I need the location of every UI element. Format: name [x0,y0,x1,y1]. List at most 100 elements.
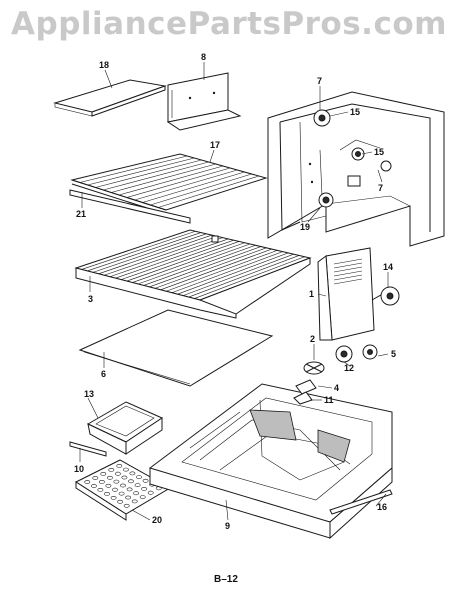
callout-9: 9 [225,521,231,531]
vent-slot [333,270,363,277]
tray-hole [131,499,138,504]
shelf-rib [137,243,251,285]
shelf-rib [160,248,272,291]
tray-hole [116,463,123,468]
wire-rod [150,173,252,206]
callout-18: 18 [99,60,110,70]
callout-15b: 15 [374,147,385,157]
shelf-rib [115,238,229,279]
wire-rod [142,171,245,203]
shelf-rib [188,255,300,298]
wire-rod [118,165,224,196]
shelf-rib [194,256,305,299]
cabinet-liner [267,91,445,247]
vent-slot [333,262,363,269]
shelf-rib [92,233,207,273]
shelf-rib [104,236,218,276]
wire-rod [79,155,188,183]
wire-rod [87,157,195,186]
part-21-shelf-rail [69,189,191,224]
part-6-glass-insert [78,309,274,387]
shelf-rib [143,244,256,286]
tray-hole [105,483,112,488]
part-14-control-knob [371,286,400,306]
tray-hole [100,471,107,476]
callout-8: 8 [201,52,207,62]
callout-4: 4 [334,383,340,393]
shelf-rib [120,239,234,280]
callout-19: 19 [300,222,311,232]
tray-hole [120,483,126,488]
tray-hole [113,479,120,484]
tray-hole [142,478,149,483]
tray-hole [112,487,118,492]
callout-5: 5 [391,349,397,359]
tray-hole [147,490,154,495]
shelf-rib [177,252,289,295]
tray-hole [91,484,97,488]
shelf-rib [149,246,262,288]
callout-15a: 15 [350,107,361,117]
callout-7a: 7 [317,76,323,86]
tray-hole [123,503,130,508]
tray-hole [125,495,132,500]
part-10-trim-strip [69,441,107,457]
tray-hole [107,475,113,480]
callout-12: 12 [344,363,355,373]
wire-rod [158,175,259,208]
tray-hole [133,491,139,496]
tray-hole [108,467,115,472]
fan-motor-assembly [293,344,378,405]
callout-11: 11 [324,395,334,405]
shelf-rib [182,253,294,296]
wire-rod [103,161,209,191]
callout-6: 6 [101,369,107,379]
wire-rod [134,169,238,201]
part-8-rear-panel [166,72,242,131]
part-9-base-pan [149,383,393,540]
callout-3: 3 [88,294,94,304]
part-13-crisper-pan [86,401,164,455]
tray-hole [139,495,146,500]
tray-hole [110,495,117,500]
watermark-text: AppliancePartsPros.com [11,6,447,42]
vent-slot [333,266,363,273]
tray-hole [126,487,133,492]
tray-hole [121,475,128,480]
tray-hole [136,475,142,480]
shelf-rib [132,242,245,283]
shelf-rib [126,241,240,282]
tray-hole [123,467,129,472]
callout-14: 14 [383,262,394,272]
shelf-rib [166,250,278,292]
tray-hole [97,487,104,492]
callout-17: 17 [210,140,221,150]
shelf-rib [171,251,283,294]
part-1-evaporator-cover [317,247,375,341]
part-17-wire-shelf [70,153,268,215]
shelf-rib [154,247,267,289]
shelf-rib [81,230,196,270]
tray-hole [99,479,105,484]
part-3-shelf-frame [74,229,312,319]
vent-slot [333,278,363,285]
tray-hole [128,479,134,484]
shelf-rib [98,234,212,275]
callout-21: 21 [76,209,87,219]
tray-hole [92,476,99,480]
part-18-crisper-cover [53,79,167,117]
callout-20: 20 [152,515,163,525]
part-16-side-rail [329,489,393,515]
vent-slot [333,258,363,265]
tray-hole [141,486,147,491]
wire-rod [126,167,231,198]
wire-rod [111,163,216,193]
vent-slot [333,274,363,281]
tray-hole [134,483,141,488]
page-number: B–12 [214,574,238,585]
tray-hole [115,471,121,476]
callout-2: 2 [310,334,316,344]
leader-lines [79,62,389,521]
shelf-rib [109,237,223,278]
